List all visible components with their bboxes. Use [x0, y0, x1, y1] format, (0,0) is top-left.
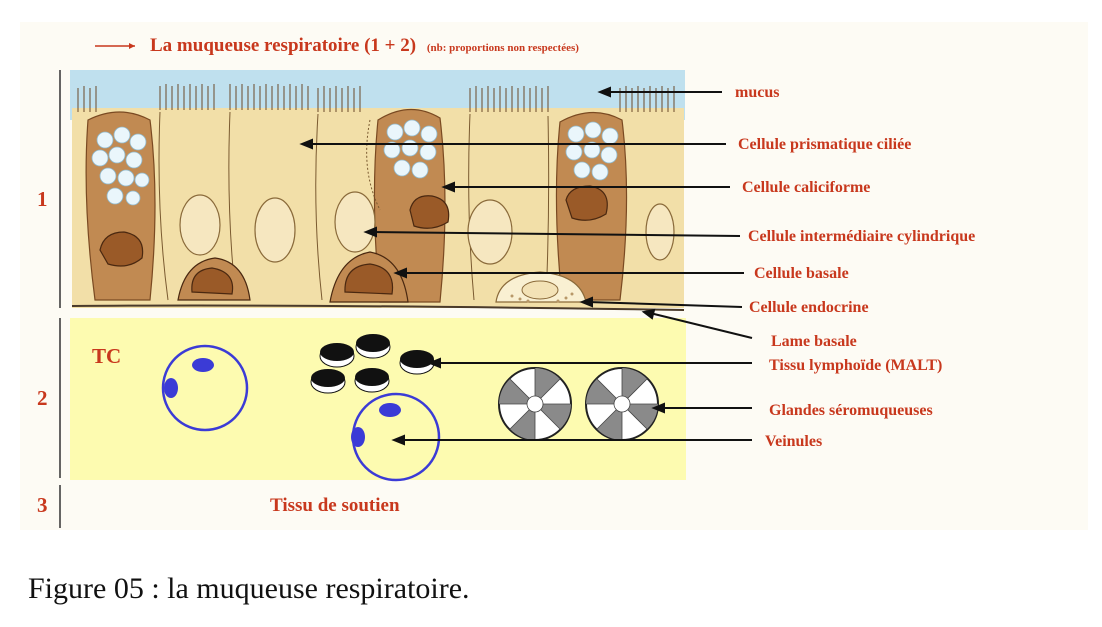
epithelium	[70, 70, 685, 311]
support-tissue-label: Tissu de soutien	[270, 495, 400, 516]
layer-1-number: 1	[37, 187, 48, 211]
label-basal-lamina: Lame basale	[771, 333, 857, 350]
label-mucus: mucus	[735, 84, 779, 101]
basal-lamina	[71, 304, 685, 311]
figure-title: La muqueuse respiratoire (1 + 2) (nb: pr…	[95, 35, 579, 56]
basal-cells	[99, 185, 608, 303]
label-goblet-cell: Cellule caliciforme	[742, 179, 870, 196]
venule-1	[161, 344, 249, 432]
label-lymphoid-tissue: Tissu lymphoïde (MALT)	[769, 357, 942, 374]
label-ciliated-cell: Cellule prismatique ciliée	[738, 136, 911, 153]
label-seromucous-glands: Glandes séromuqueuses	[769, 402, 933, 419]
cell-nuclei	[179, 191, 675, 265]
label-venules: Veinules	[765, 433, 822, 450]
layer-3-number: 3	[37, 493, 48, 517]
connective-tissue: TC	[70, 318, 686, 482]
tc-label: TC	[92, 344, 121, 368]
layer-2-number: 2	[37, 386, 48, 410]
label-basal-cell: Cellule basale	[754, 265, 849, 282]
title-main: La muqueuse respiratoire (1 + 2)	[150, 35, 416, 56]
venule-2	[351, 392, 441, 482]
title-note: (nb: proportions non respectées)	[427, 42, 579, 54]
gland-1	[498, 367, 572, 441]
cilia	[77, 84, 675, 112]
leader-lines	[299, 86, 753, 446]
svg-text:La muqueuse respiratoire (1 +: La muqueuse respiratoire (1 + 2) (nb: pr…	[150, 35, 579, 56]
gland-2	[585, 367, 659, 441]
structure-labels: mucus Cellule prismatique ciliée Cellule…	[735, 84, 975, 450]
label-endocrine-cell: Cellule endocrine	[749, 299, 869, 316]
layer-markers: 1 2 3	[37, 70, 61, 528]
figure-caption: Figure 05 : la muqueuse respiratoire.	[28, 572, 470, 605]
label-intermediate-cell: Cellule intermédiaire cylindrique	[748, 228, 975, 245]
lymphoid-nodules	[310, 334, 435, 394]
mucin-granules	[91, 119, 619, 206]
